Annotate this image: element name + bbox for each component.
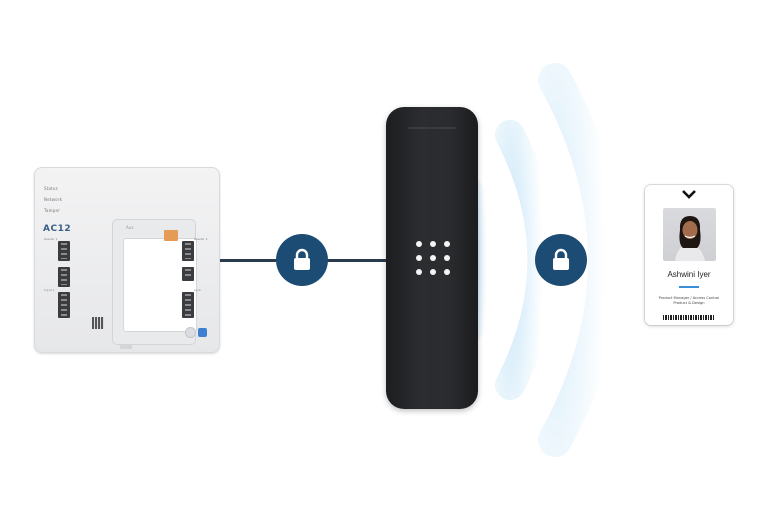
window-label: Aux bbox=[126, 225, 134, 230]
card-reader bbox=[386, 107, 478, 409]
employee-id-badge: Ashwini Iyer Product Manager / Access Co… bbox=[645, 185, 733, 325]
network-label: Network bbox=[44, 197, 63, 202]
badge-role: Product Manager / Access Control Product… bbox=[645, 296, 733, 306]
qr-code bbox=[92, 317, 104, 329]
brand-logo-icon bbox=[682, 190, 696, 199]
terminal-block bbox=[182, 292, 194, 318]
bottom-notch bbox=[120, 345, 132, 349]
right-terminal-label: Lock bbox=[194, 288, 201, 292]
terminal-block bbox=[58, 241, 70, 261]
accent-line bbox=[679, 286, 699, 288]
badge-role-title: Product Manager / Access Control bbox=[658, 296, 720, 300]
lock-icon bbox=[553, 248, 569, 270]
ac12-controller: Status Network Tamper AC12 Aux Reader 1 … bbox=[34, 167, 220, 353]
reader-slit bbox=[408, 127, 456, 129]
terminal-block bbox=[58, 292, 70, 318]
avatar bbox=[663, 208, 716, 261]
terminal-block bbox=[182, 241, 194, 261]
tamper-label: Tamper bbox=[44, 208, 60, 213]
status-label: Status bbox=[44, 186, 58, 191]
badge-role-team: Product & Design bbox=[673, 301, 705, 305]
terminal-block bbox=[182, 267, 194, 281]
right-terminal-label: Reader 2 bbox=[194, 237, 208, 241]
reset-button[interactable] bbox=[185, 327, 196, 338]
controller-window: Aux bbox=[112, 219, 196, 345]
badge-name: Ashwini Iyer bbox=[667, 270, 711, 279]
orange-connector bbox=[164, 230, 178, 241]
controller-brand: AC12 bbox=[43, 224, 72, 234]
reader-keypad-dots bbox=[416, 241, 450, 275]
indicator-button[interactable] bbox=[198, 328, 207, 337]
terminal-block bbox=[58, 267, 70, 287]
left-terminal-label: Reader 1 bbox=[44, 237, 58, 241]
lock-badge-wired bbox=[276, 234, 328, 286]
left-terminal-label: Input 1 bbox=[44, 288, 55, 292]
lock-icon bbox=[294, 248, 310, 270]
badge-barcode bbox=[663, 315, 715, 320]
lock-badge-wireless bbox=[535, 234, 587, 286]
